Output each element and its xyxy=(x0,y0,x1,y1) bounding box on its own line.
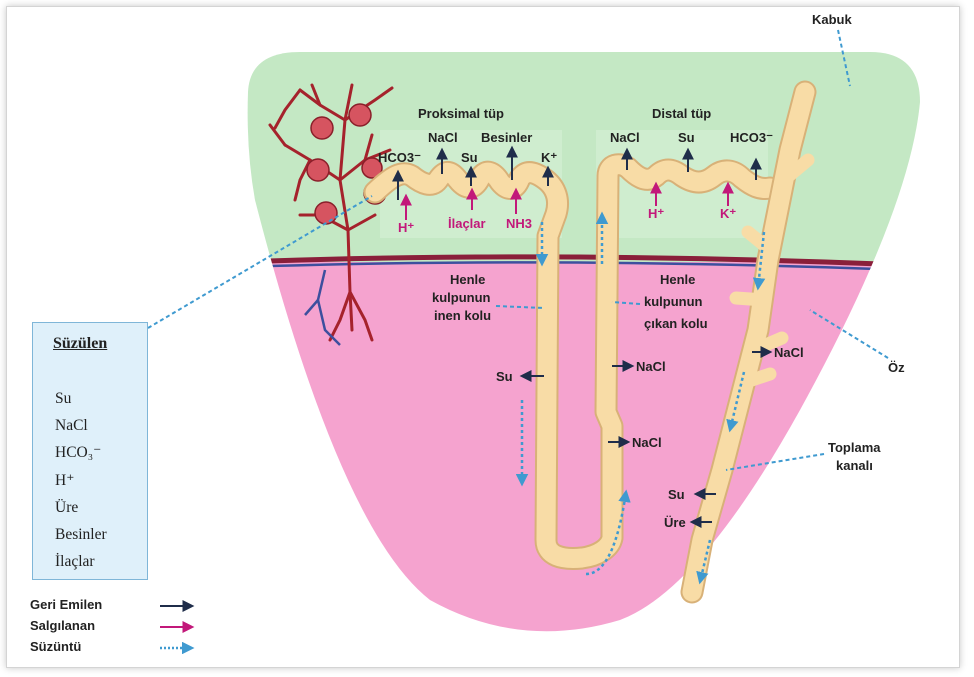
secreted-arrow-icon xyxy=(158,621,202,633)
filtered-list: Su NaCl HCO₃⁻ H⁺ Üre Besinler İlaçlar xyxy=(55,385,107,575)
filtered-item: İlaçlar xyxy=(55,548,107,575)
ascending-nacl-label-1: NaCl xyxy=(636,359,666,374)
filtered-substances-box: Süzülen Su NaCl HCO₃⁻ H⁺ Üre Besinler İl… xyxy=(32,322,148,580)
proximal-secreted-nh3: NH3 xyxy=(506,216,532,231)
filtered-item: NaCl xyxy=(55,412,107,439)
collecting-urea-label: Üre xyxy=(664,515,686,530)
henle-ascending-label-3: çıkan kolu xyxy=(644,316,708,331)
distal-tubule-label: Distal tüp xyxy=(652,106,711,121)
legend-label-reabsorbed: Geri Emilen xyxy=(30,597,102,612)
henle-descending-label-1: Henle xyxy=(450,272,485,287)
distal-secreted-h: H⁺ xyxy=(648,206,664,221)
distal-reabsorbed-hco3: HCO3⁻ xyxy=(730,130,773,145)
collecting-water-label: Su xyxy=(668,487,685,502)
cortex-label: Kabuk xyxy=(812,12,853,27)
distal-secreted-k: K⁺ xyxy=(720,206,736,221)
distal-reabsorbed-water: Su xyxy=(678,130,695,145)
henle-ascending-label-1: Henle xyxy=(660,272,695,287)
collecting-duct-label-1: Toplama xyxy=(828,440,881,455)
ascending-nacl-label-2: NaCl xyxy=(632,435,662,450)
henle-descending-label-2: kulpunun xyxy=(432,290,491,305)
proximal-reabsorbed-water: Su xyxy=(461,150,478,165)
reabsorbed-arrow-icon xyxy=(158,600,202,612)
filtered-item: HCO₃⁻ xyxy=(55,439,107,466)
filtrate-arrow-icon xyxy=(158,642,202,654)
proximal-tubule-label: Proksimal tüp xyxy=(418,106,504,121)
descending-water-label: Su xyxy=(496,369,513,384)
proximal-secreted-drugs: İlaçlar xyxy=(448,216,486,231)
cortex-region xyxy=(230,40,940,262)
proximal-secreted-h: H⁺ xyxy=(398,220,414,235)
proximal-reabsorbed-hco3: HCO3⁻ xyxy=(378,150,421,165)
proximal-reabsorbed-nacl: NaCl xyxy=(428,130,458,145)
filtered-item: Besinler xyxy=(55,521,107,548)
proximal-reabsorbed-nutrients: Besinler xyxy=(481,130,532,145)
filtered-title: Süzülen xyxy=(53,335,107,353)
filtered-item: Üre xyxy=(55,494,107,521)
filtered-item: Su xyxy=(55,385,107,412)
medulla-label: Öz xyxy=(888,360,905,375)
filtered-item: H⁺ xyxy=(55,467,107,494)
collecting-duct-label-2: kanalı xyxy=(836,458,873,473)
distal-reabsorbed-nacl: NaCl xyxy=(610,130,640,145)
collecting-nacl-label: NaCl xyxy=(774,345,804,360)
henle-descending-label-3: inen kolu xyxy=(434,308,491,323)
legend-label-secreted: Salgılanan xyxy=(30,618,95,633)
henle-ascending-label-2: kulpunun xyxy=(644,294,703,309)
medulla-region xyxy=(230,262,940,662)
legend-label-filtrate: Süzüntü xyxy=(30,639,81,654)
proximal-reabsorbed-k: K⁺ xyxy=(541,150,557,165)
